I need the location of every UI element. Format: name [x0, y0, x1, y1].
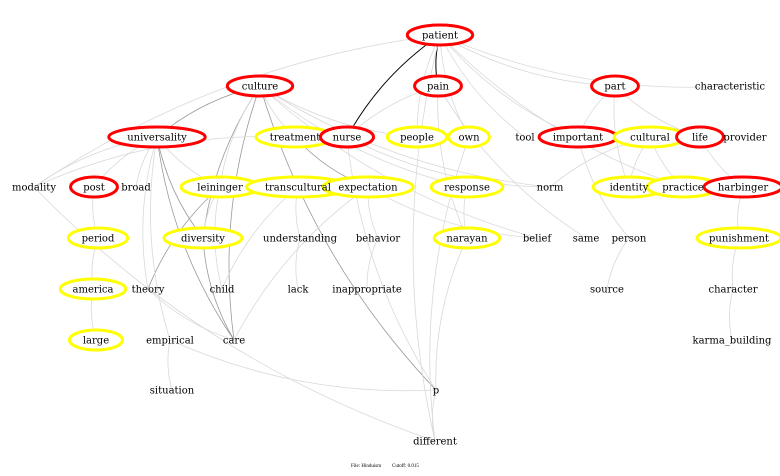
node-ellipse-large[interactable] — [68, 328, 124, 352]
node-label[interactable]: inappropriate — [332, 285, 402, 296]
node-label[interactable]: expectation — [338, 183, 398, 194]
edge-culture-care — [228, 85, 261, 341]
node-label[interactable]: patient — [422, 31, 458, 42]
edge-patient-characteristic — [439, 34, 731, 88]
node-ellipse-harbinger[interactable] — [702, 175, 780, 199]
footer-file: File: Hinduism — [351, 464, 381, 469]
node-label[interactable]: practice — [662, 183, 704, 194]
node-ellipse-own[interactable] — [447, 125, 491, 149]
node-label[interactable]: behavior — [356, 234, 401, 245]
node-label[interactable]: period — [82, 234, 115, 245]
edge-theory-care — [147, 288, 235, 341]
node-label[interactable]: modality — [12, 183, 56, 194]
node-ellipse-post[interactable] — [69, 175, 119, 199]
node-ellipse-life[interactable] — [675, 125, 725, 149]
edge-pain-same — [437, 85, 587, 239]
node-label[interactable]: tool — [515, 133, 534, 144]
node-label[interactable]: lack — [288, 285, 310, 296]
node-label[interactable]: universality — [127, 133, 187, 144]
node-ellipse-america[interactable] — [58, 277, 128, 301]
node-ellipse-expectation[interactable] — [321, 175, 415, 199]
edge-modality-different — [33, 186, 436, 442]
node-label[interactable]: character — [708, 285, 757, 296]
node-ellipse-pain[interactable] — [413, 74, 463, 98]
node-label[interactable]: broad — [121, 183, 151, 194]
node-label[interactable]: nurse — [333, 133, 362, 144]
node-label[interactable]: karma_building — [693, 336, 773, 347]
edge-character-karma_building — [729, 288, 734, 341]
node-ellipse-nurse[interactable] — [319, 125, 375, 149]
node-label[interactable]: leininger — [197, 183, 243, 194]
edge-person-source — [606, 237, 630, 290]
node-ellipse-culture[interactable] — [225, 74, 295, 98]
node-label[interactable]: post — [83, 183, 105, 194]
edge-culture-norm — [259, 85, 551, 188]
edge-empirical-p — [169, 339, 437, 392]
node-label[interactable]: response — [444, 183, 490, 194]
node-ellipse-part[interactable] — [590, 74, 640, 98]
node-label[interactable]: empirical — [146, 336, 194, 347]
node-label[interactable]: care — [223, 336, 245, 347]
node-label[interactable]: cultural — [630, 133, 670, 144]
edge-expectation-care — [233, 186, 369, 341]
node-label[interactable]: child — [210, 285, 235, 296]
node-ellipse-patient[interactable] — [405, 23, 475, 47]
node-label[interactable]: pain — [427, 82, 450, 93]
node-label[interactable]: america — [73, 285, 114, 296]
edge-culture-belief — [259, 85, 538, 239]
node-label[interactable]: source — [590, 285, 624, 296]
node-label[interactable]: understanding — [263, 234, 338, 245]
node-label[interactable]: characteristic — [695, 82, 766, 93]
node-label[interactable]: large — [83, 336, 109, 347]
edge-universality-theory — [142, 136, 158, 290]
node-label[interactable]: identity — [610, 183, 649, 194]
nodes-layer — [58, 23, 780, 352]
node-label[interactable]: punishment — [709, 234, 769, 245]
edge-patient-modality — [33, 34, 441, 188]
footer-cutoff: Cutoff: 0.015 — [392, 464, 419, 469]
node-ellipse-people[interactable] — [385, 125, 449, 149]
node-label[interactable]: treatment — [270, 133, 321, 144]
edge-understanding-lack — [295, 237, 301, 290]
node-label[interactable]: important — [553, 133, 603, 144]
node-label[interactable]: diversity — [181, 234, 225, 245]
node-label[interactable]: p — [433, 386, 439, 397]
node-label[interactable]: narayan — [446, 234, 488, 245]
edge-nurse-p — [346, 136, 437, 391]
node-ellipse-diversity[interactable] — [162, 226, 244, 250]
node-label[interactable]: provider — [723, 133, 766, 144]
node-ellipse-period[interactable] — [66, 226, 130, 250]
labels-layer: patient culture pain part characteristic univ… — [12, 31, 772, 448]
edge-patient-tool — [439, 34, 526, 138]
node-label[interactable]: people — [400, 133, 434, 144]
node-label[interactable]: theory — [132, 285, 165, 296]
edge-diversity-care — [202, 237, 235, 341]
edge-narayan-p — [435, 237, 468, 391]
node-label[interactable]: own — [458, 133, 480, 144]
node-label[interactable]: belief — [523, 234, 553, 245]
node-label[interactable]: transcultural — [265, 183, 331, 194]
edge-patient-practice — [439, 34, 684, 188]
edge-pain-narayan — [437, 85, 468, 239]
edge-nurse-norm — [346, 136, 551, 188]
node-ellipse-universality[interactable] — [107, 125, 207, 149]
edge-behavior-inappropriate — [366, 237, 379, 290]
node-ellipse-response[interactable] — [429, 175, 505, 199]
node-label[interactable]: same — [573, 234, 600, 245]
node-label[interactable]: life — [692, 133, 708, 144]
node-ellipse-narayan[interactable] — [432, 226, 502, 250]
node-label[interactable]: different — [413, 437, 457, 448]
edge-universality-empirical — [150, 136, 171, 341]
node-label[interactable]: part — [604, 82, 625, 93]
node-label[interactable]: situation — [150, 386, 195, 397]
node-label[interactable]: harbinger — [718, 183, 769, 194]
edge-own-different — [429, 136, 470, 442]
node-ellipse-punishment[interactable] — [695, 226, 780, 250]
edge-empirical-situation — [167, 339, 173, 391]
node-label[interactable]: norm — [537, 183, 564, 194]
node-label[interactable]: culture — [242, 82, 278, 93]
node-label[interactable]: person — [612, 234, 647, 245]
